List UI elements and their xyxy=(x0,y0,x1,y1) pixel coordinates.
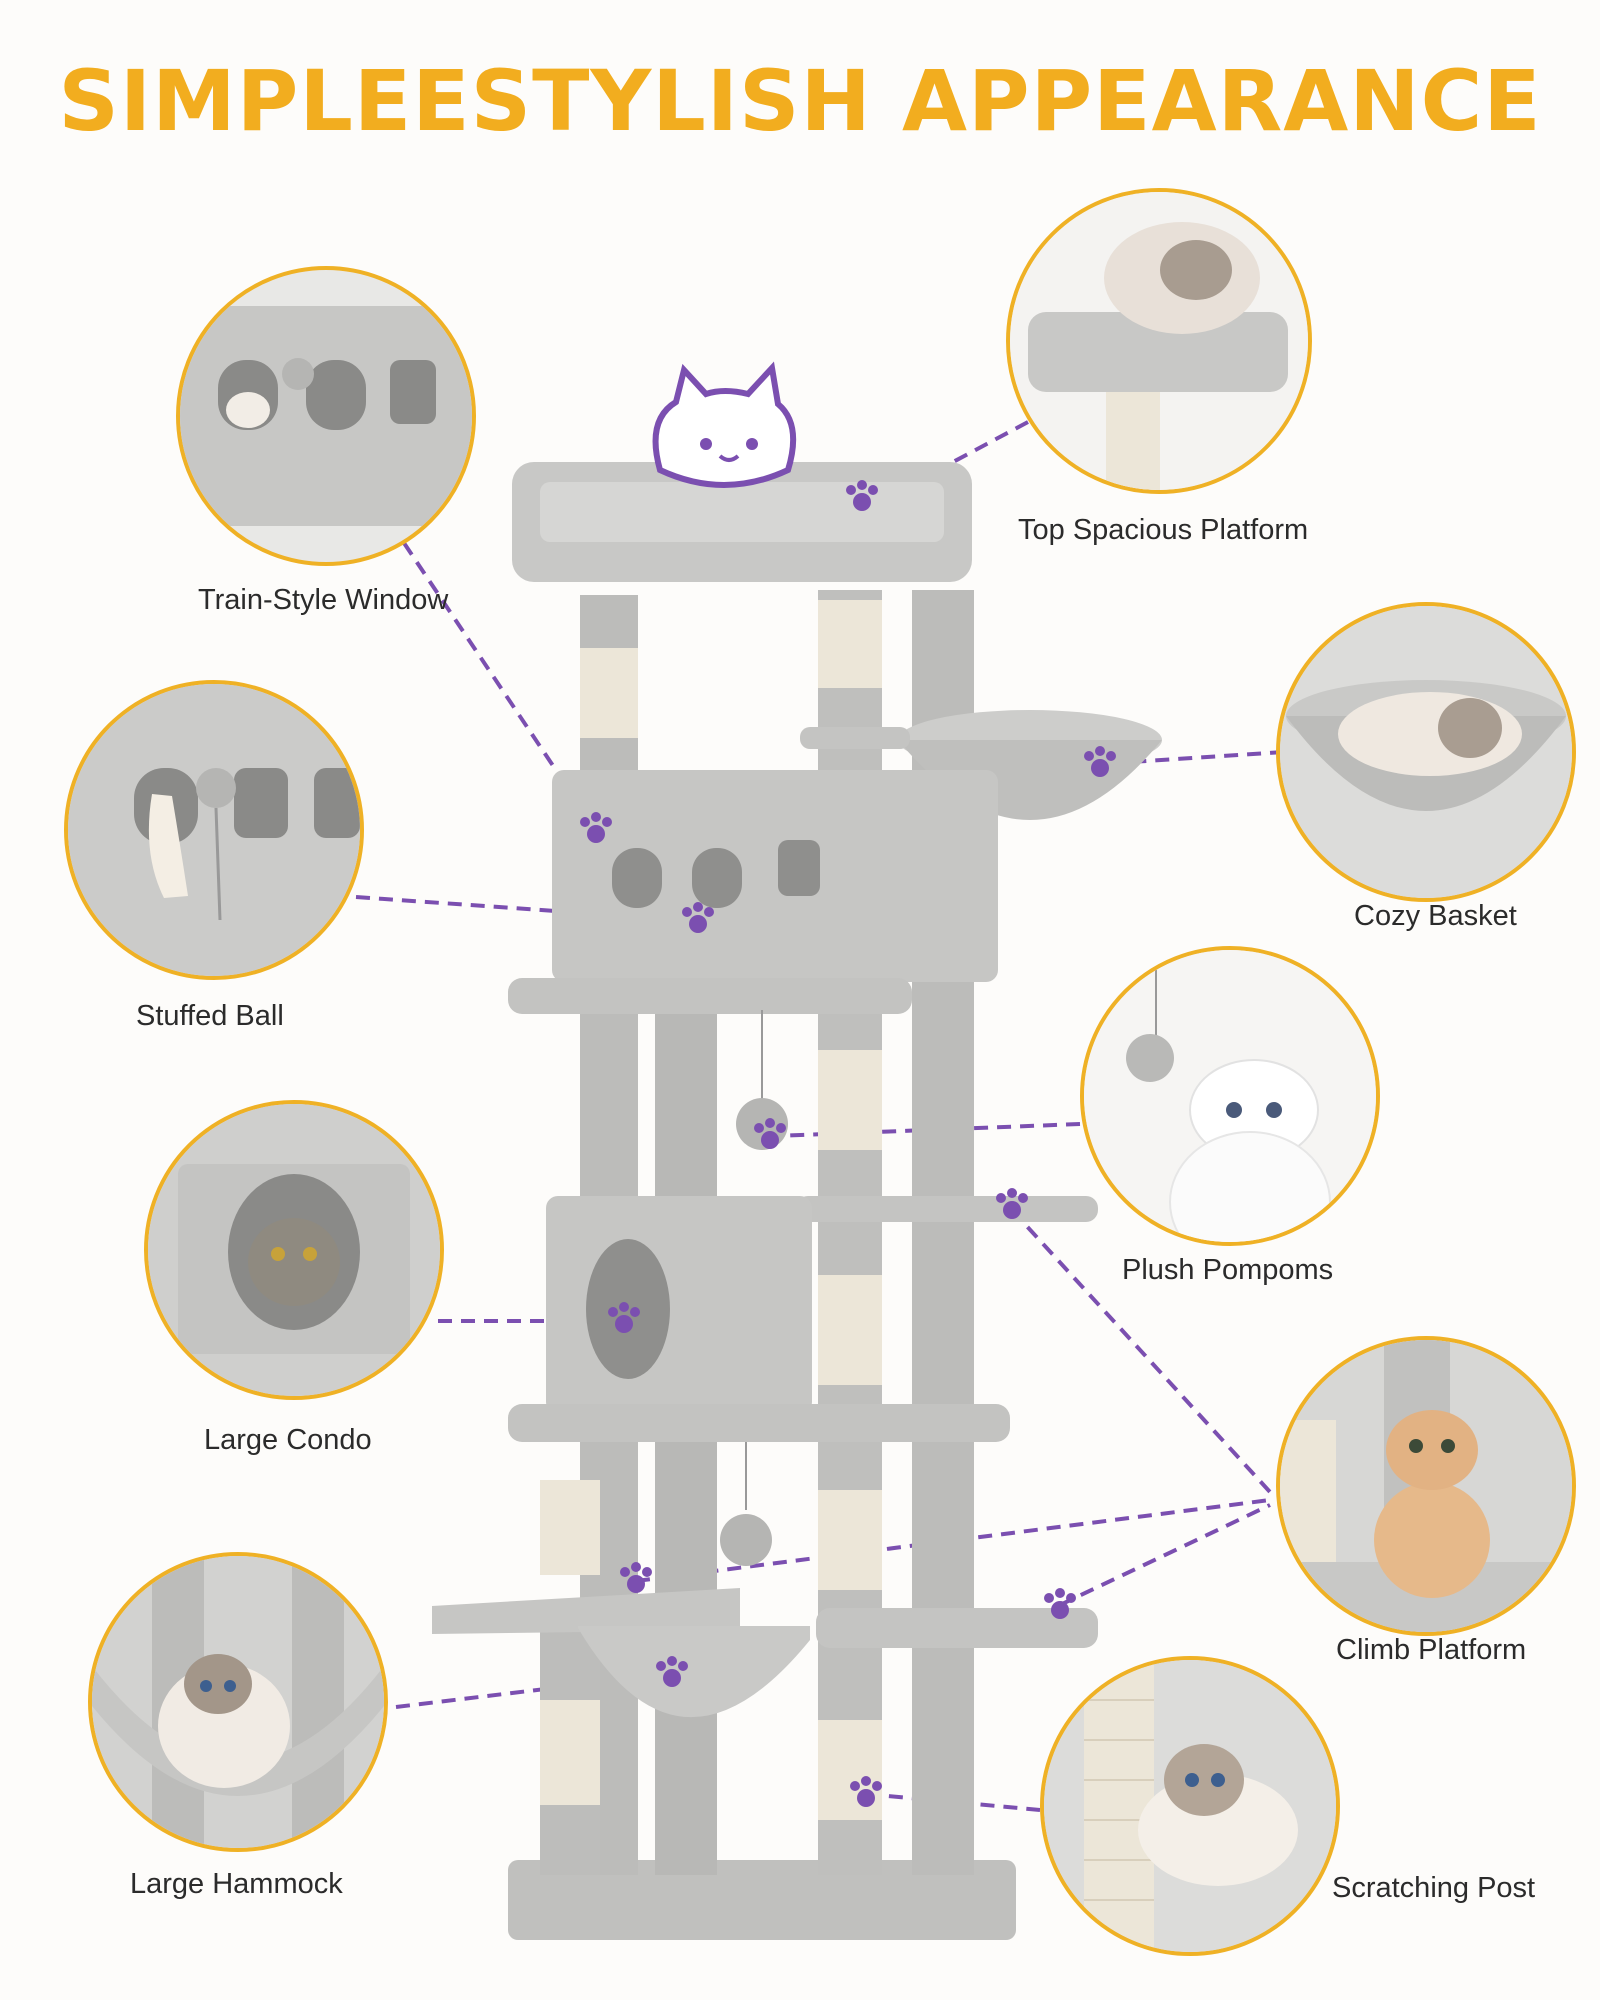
ball-icon xyxy=(68,684,360,976)
page-title: SIMPLEESTYLISH APPEARANCE xyxy=(58,52,1542,150)
label-train-window: Train-Style Window xyxy=(198,584,449,616)
cozy-basket-circle xyxy=(1276,602,1576,902)
climb-platform-circle xyxy=(1276,1336,1576,1636)
hammock-icon xyxy=(92,1556,384,1848)
right-platform xyxy=(816,1608,1098,1648)
sisal-wraps xyxy=(540,600,882,1820)
hammock xyxy=(578,1626,810,1718)
stuffed-ball-circle xyxy=(64,680,364,980)
large-hammock-circle xyxy=(88,1552,388,1852)
label-large-condo: Large Condo xyxy=(204,1424,372,1456)
middle-shelf xyxy=(508,1404,1010,1442)
paw-icon xyxy=(1044,1588,1076,1619)
pompom-platform xyxy=(796,1196,1098,1222)
train-window-circle xyxy=(176,266,476,566)
train-condo xyxy=(552,770,998,982)
label-top-platform: Top Spacious Platform xyxy=(1018,514,1309,546)
large-condo xyxy=(546,1196,812,1414)
platform-icon xyxy=(1280,1340,1572,1632)
pompom-icon xyxy=(1084,950,1376,1242)
label-scratching-post: Scratching Post xyxy=(1332,1872,1536,1904)
label-stuffed-ball: Stuffed Ball xyxy=(136,1000,284,1032)
top-platform-icon xyxy=(1010,192,1308,490)
label-plush-pompoms: Plush Pompoms xyxy=(1122,1254,1334,1286)
left-platform xyxy=(432,1588,740,1634)
tree-base xyxy=(508,1860,1016,1940)
paw-icon xyxy=(580,812,612,843)
condo-icon xyxy=(148,1104,440,1396)
label-climb-platform: Climb Platform xyxy=(1336,1634,1527,1666)
paw-icon xyxy=(996,1188,1028,1219)
paw-icon xyxy=(620,1562,652,1593)
paw-icon xyxy=(608,1302,640,1333)
large-condo-circle xyxy=(144,1100,444,1400)
pompom-lower xyxy=(720,1514,772,1566)
paw-icon xyxy=(846,480,878,511)
top-platform-circle xyxy=(1006,188,1312,494)
basket-icon xyxy=(1280,606,1572,898)
paw-icon xyxy=(754,1118,786,1149)
paw-icon xyxy=(682,902,714,933)
paw-icon xyxy=(656,1656,688,1687)
paw-icon xyxy=(1084,746,1116,777)
paw-icon xyxy=(850,1776,882,1807)
label-cozy-basket: Cozy Basket xyxy=(1354,900,1517,932)
condo-shelf xyxy=(508,978,912,1014)
train-window-icon xyxy=(180,306,472,526)
label-large-hammock: Large Hammock xyxy=(130,1868,343,1900)
scratching-post-icon xyxy=(1044,1660,1336,1952)
scratching-post-circle xyxy=(1040,1656,1340,1956)
plush-pompoms-circle xyxy=(1080,946,1380,1246)
cat-face-icon xyxy=(652,361,797,488)
paw-icons xyxy=(580,480,1116,1807)
